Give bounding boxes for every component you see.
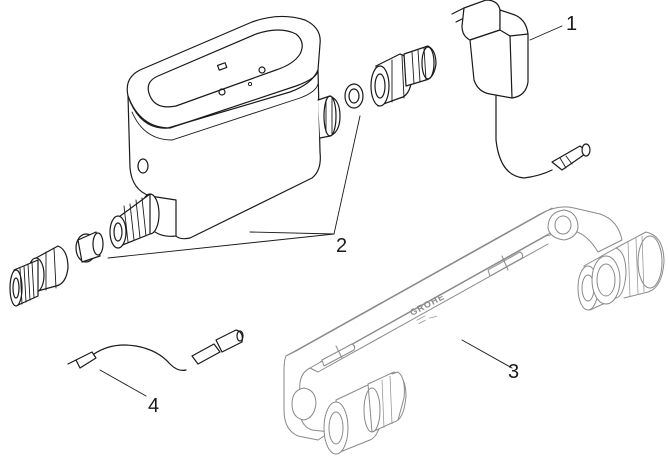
power-adapter <box>451 0 591 179</box>
bracket-fitting-left <box>323 371 407 455</box>
callout-2: 2 <box>336 235 347 257</box>
callout-1: 1 <box>566 13 577 35</box>
leader-lines <box>99 25 563 397</box>
callout-4: 4 <box>148 395 159 417</box>
outlet-connector-set <box>344 45 437 109</box>
main-unit <box>109 15 341 249</box>
mounting-bracket: GROHE <box>283 206 665 455</box>
callout-3: 3 <box>508 361 519 383</box>
inlet-connector-set <box>9 231 104 307</box>
sensor-cable <box>67 329 244 371</box>
inlet-thread <box>109 193 160 249</box>
bracket-fitting-right <box>577 231 665 311</box>
